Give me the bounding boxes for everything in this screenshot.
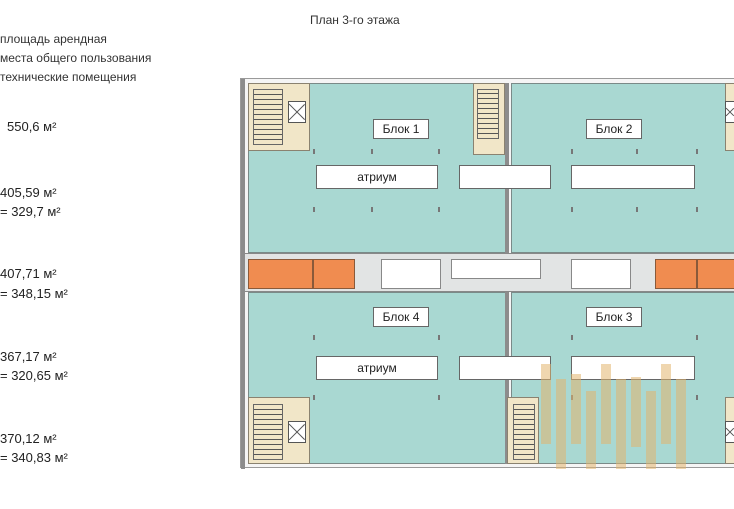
watermark-bar xyxy=(676,379,686,469)
column-marker xyxy=(571,335,573,340)
column-marker xyxy=(438,395,440,400)
area-block-2-net: = 348,15 м² xyxy=(0,286,68,301)
stair-top-mid xyxy=(477,89,499,139)
area-block-3-gross: 367,17 м² xyxy=(0,349,57,364)
column-marker xyxy=(313,149,315,154)
column-marker xyxy=(696,207,698,212)
column-marker xyxy=(438,207,440,212)
watermark-bar xyxy=(586,391,596,469)
technical-room-left-1 xyxy=(248,259,313,289)
column-marker xyxy=(696,335,698,340)
area-block-3-net: = 320,65 м² xyxy=(0,368,68,383)
column-marker xyxy=(696,395,698,400)
column-marker xyxy=(438,149,440,154)
column-marker xyxy=(636,149,638,154)
lift-icon xyxy=(288,421,306,443)
atrium-lower-mid xyxy=(459,356,551,380)
watermark-bar xyxy=(601,364,611,444)
stair-top-left xyxy=(253,89,283,145)
lift-icon xyxy=(288,101,306,123)
legend-item-rentable: площадь арендная xyxy=(0,32,107,46)
atrium-upper-left: атриум xyxy=(316,165,438,189)
stair-bottom-mid xyxy=(513,404,535,460)
watermark-bar xyxy=(661,364,671,444)
watermark-bar xyxy=(571,374,581,444)
column-marker xyxy=(371,149,373,154)
legend-item-technical: технические помещения xyxy=(0,70,137,84)
technical-room-left-2 xyxy=(313,259,355,289)
atrium-upper-mid xyxy=(459,165,551,189)
block-1-label: Блок 1 xyxy=(373,119,429,139)
watermark-bar xyxy=(646,391,656,469)
block-2-label: Блок 2 xyxy=(586,119,642,139)
atrium-lower-left: атриум xyxy=(316,356,438,380)
column-marker xyxy=(313,395,315,400)
technical-room-right-1 xyxy=(655,259,697,289)
atrium-upper-right xyxy=(571,165,695,189)
watermark-bar xyxy=(616,379,626,469)
column-marker xyxy=(696,149,698,154)
column-marker xyxy=(313,335,315,340)
area-block-4-gross: 370,12 м² xyxy=(0,431,57,446)
block-3-label: Блок 3 xyxy=(586,307,642,327)
area-total: 550,6 м² xyxy=(7,119,57,134)
column-marker xyxy=(438,335,440,340)
lift-icon xyxy=(725,421,734,443)
wc-block-2 xyxy=(451,259,541,279)
area-block-1-gross: 405,59 м² xyxy=(0,185,57,200)
wc-block-1 xyxy=(381,259,441,289)
watermark-bar xyxy=(541,364,551,444)
column-marker xyxy=(371,207,373,212)
area-block-1-net: = 329,7 м² xyxy=(0,204,61,219)
column-marker xyxy=(636,207,638,212)
watermark-bar xyxy=(631,377,641,447)
block-4-label: Блок 4 xyxy=(373,307,429,327)
wc-block-3 xyxy=(571,259,631,289)
floor-plan: Блок 1 Блок 2 Блок 4 Блок 3 атриум атриу… xyxy=(240,78,734,469)
page-title: План 3-го этажа xyxy=(310,13,400,27)
column-marker xyxy=(571,149,573,154)
lift-icon xyxy=(725,101,734,123)
column-marker xyxy=(571,207,573,212)
area-block-2-gross: 407,71 м² xyxy=(0,266,57,281)
column-marker xyxy=(313,207,315,212)
watermark-bar xyxy=(556,379,566,469)
technical-room-right-2 xyxy=(697,259,734,289)
area-block-4-net: = 340,83 м² xyxy=(0,450,68,465)
outer-wall-left xyxy=(241,79,245,469)
stair-bottom-left xyxy=(253,404,283,460)
legend-item-common: места общего пользования xyxy=(0,51,152,65)
